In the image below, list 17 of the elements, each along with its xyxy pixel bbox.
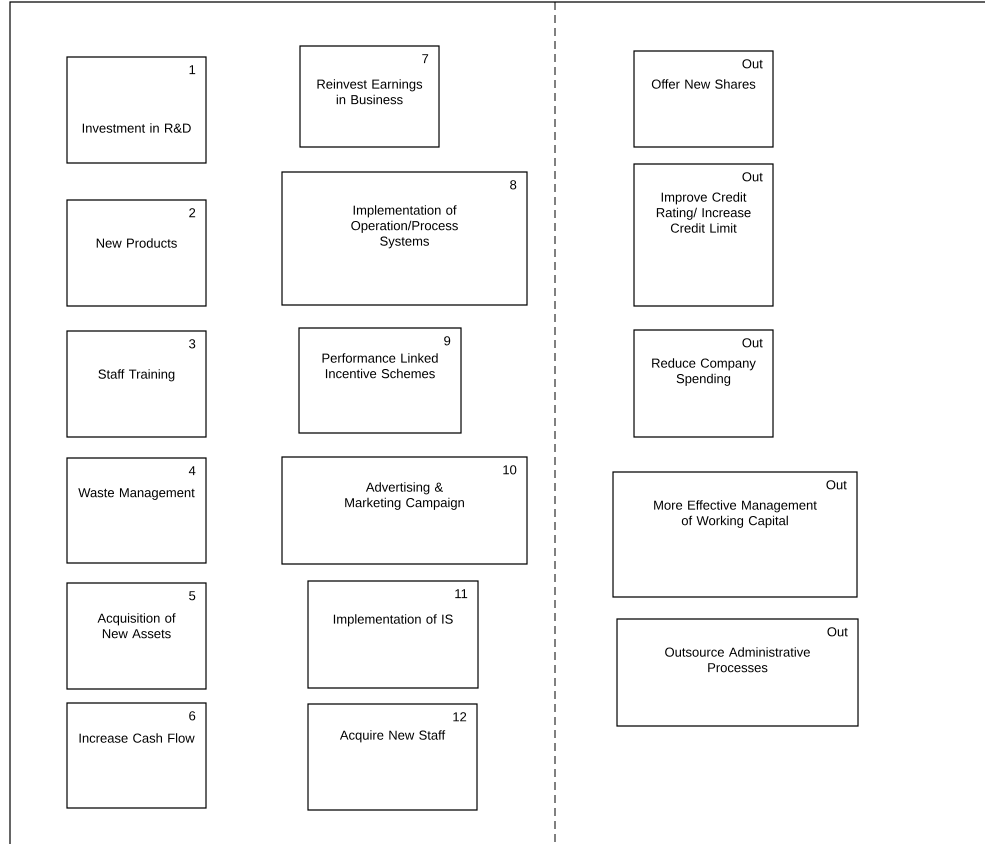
text-box: 12 Acquire New Staff	[307, 703, 478, 811]
text-box: Out Outsource Administrative Processes	[616, 618, 859, 727]
text-box: 4 Waste Management	[66, 457, 207, 564]
text-box: Out More Effective Management of Working Capital	[612, 471, 858, 598]
text-box: 3 Staff Training	[66, 330, 207, 438]
text-box: Out Improve Credit Rating/ Increase Credit Limit	[633, 163, 774, 307]
text-box: 9 Performance Linked Incentive Schemes	[298, 327, 462, 434]
text-box: 2 New Products	[66, 199, 207, 307]
text-box: 10 Advertising & Marketing Campaign	[281, 456, 528, 565]
text-box: Out Offer New Shares	[633, 50, 774, 148]
text-box: 7 Reinvest Earnings in Business	[299, 45, 440, 148]
text-box: Out Reduce Company Spending	[633, 329, 774, 438]
text-box: 8 Implementation of Operation/Process Systems	[281, 171, 528, 306]
text-box: 6 Increase Cash Flow	[66, 702, 207, 809]
text-box: 11 Implementation of IS	[307, 580, 479, 689]
text-box: 5 Acquisition of New Assets	[66, 582, 207, 690]
text-box: 1 Investment in R&D	[66, 56, 207, 164]
